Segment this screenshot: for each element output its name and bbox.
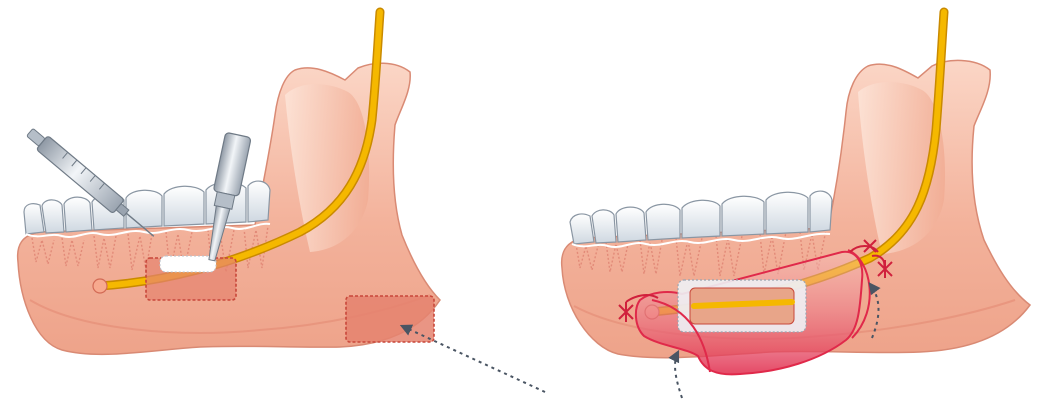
- harvested-bone-block: [346, 296, 434, 342]
- insertion-arrow-left: [675, 352, 682, 398]
- right-panel: [562, 12, 1030, 398]
- graft-block: [678, 280, 806, 332]
- transfer-arrow: [402, 326, 545, 392]
- mental-foramen-left: [93, 279, 107, 293]
- bone-chips-left: [160, 256, 216, 272]
